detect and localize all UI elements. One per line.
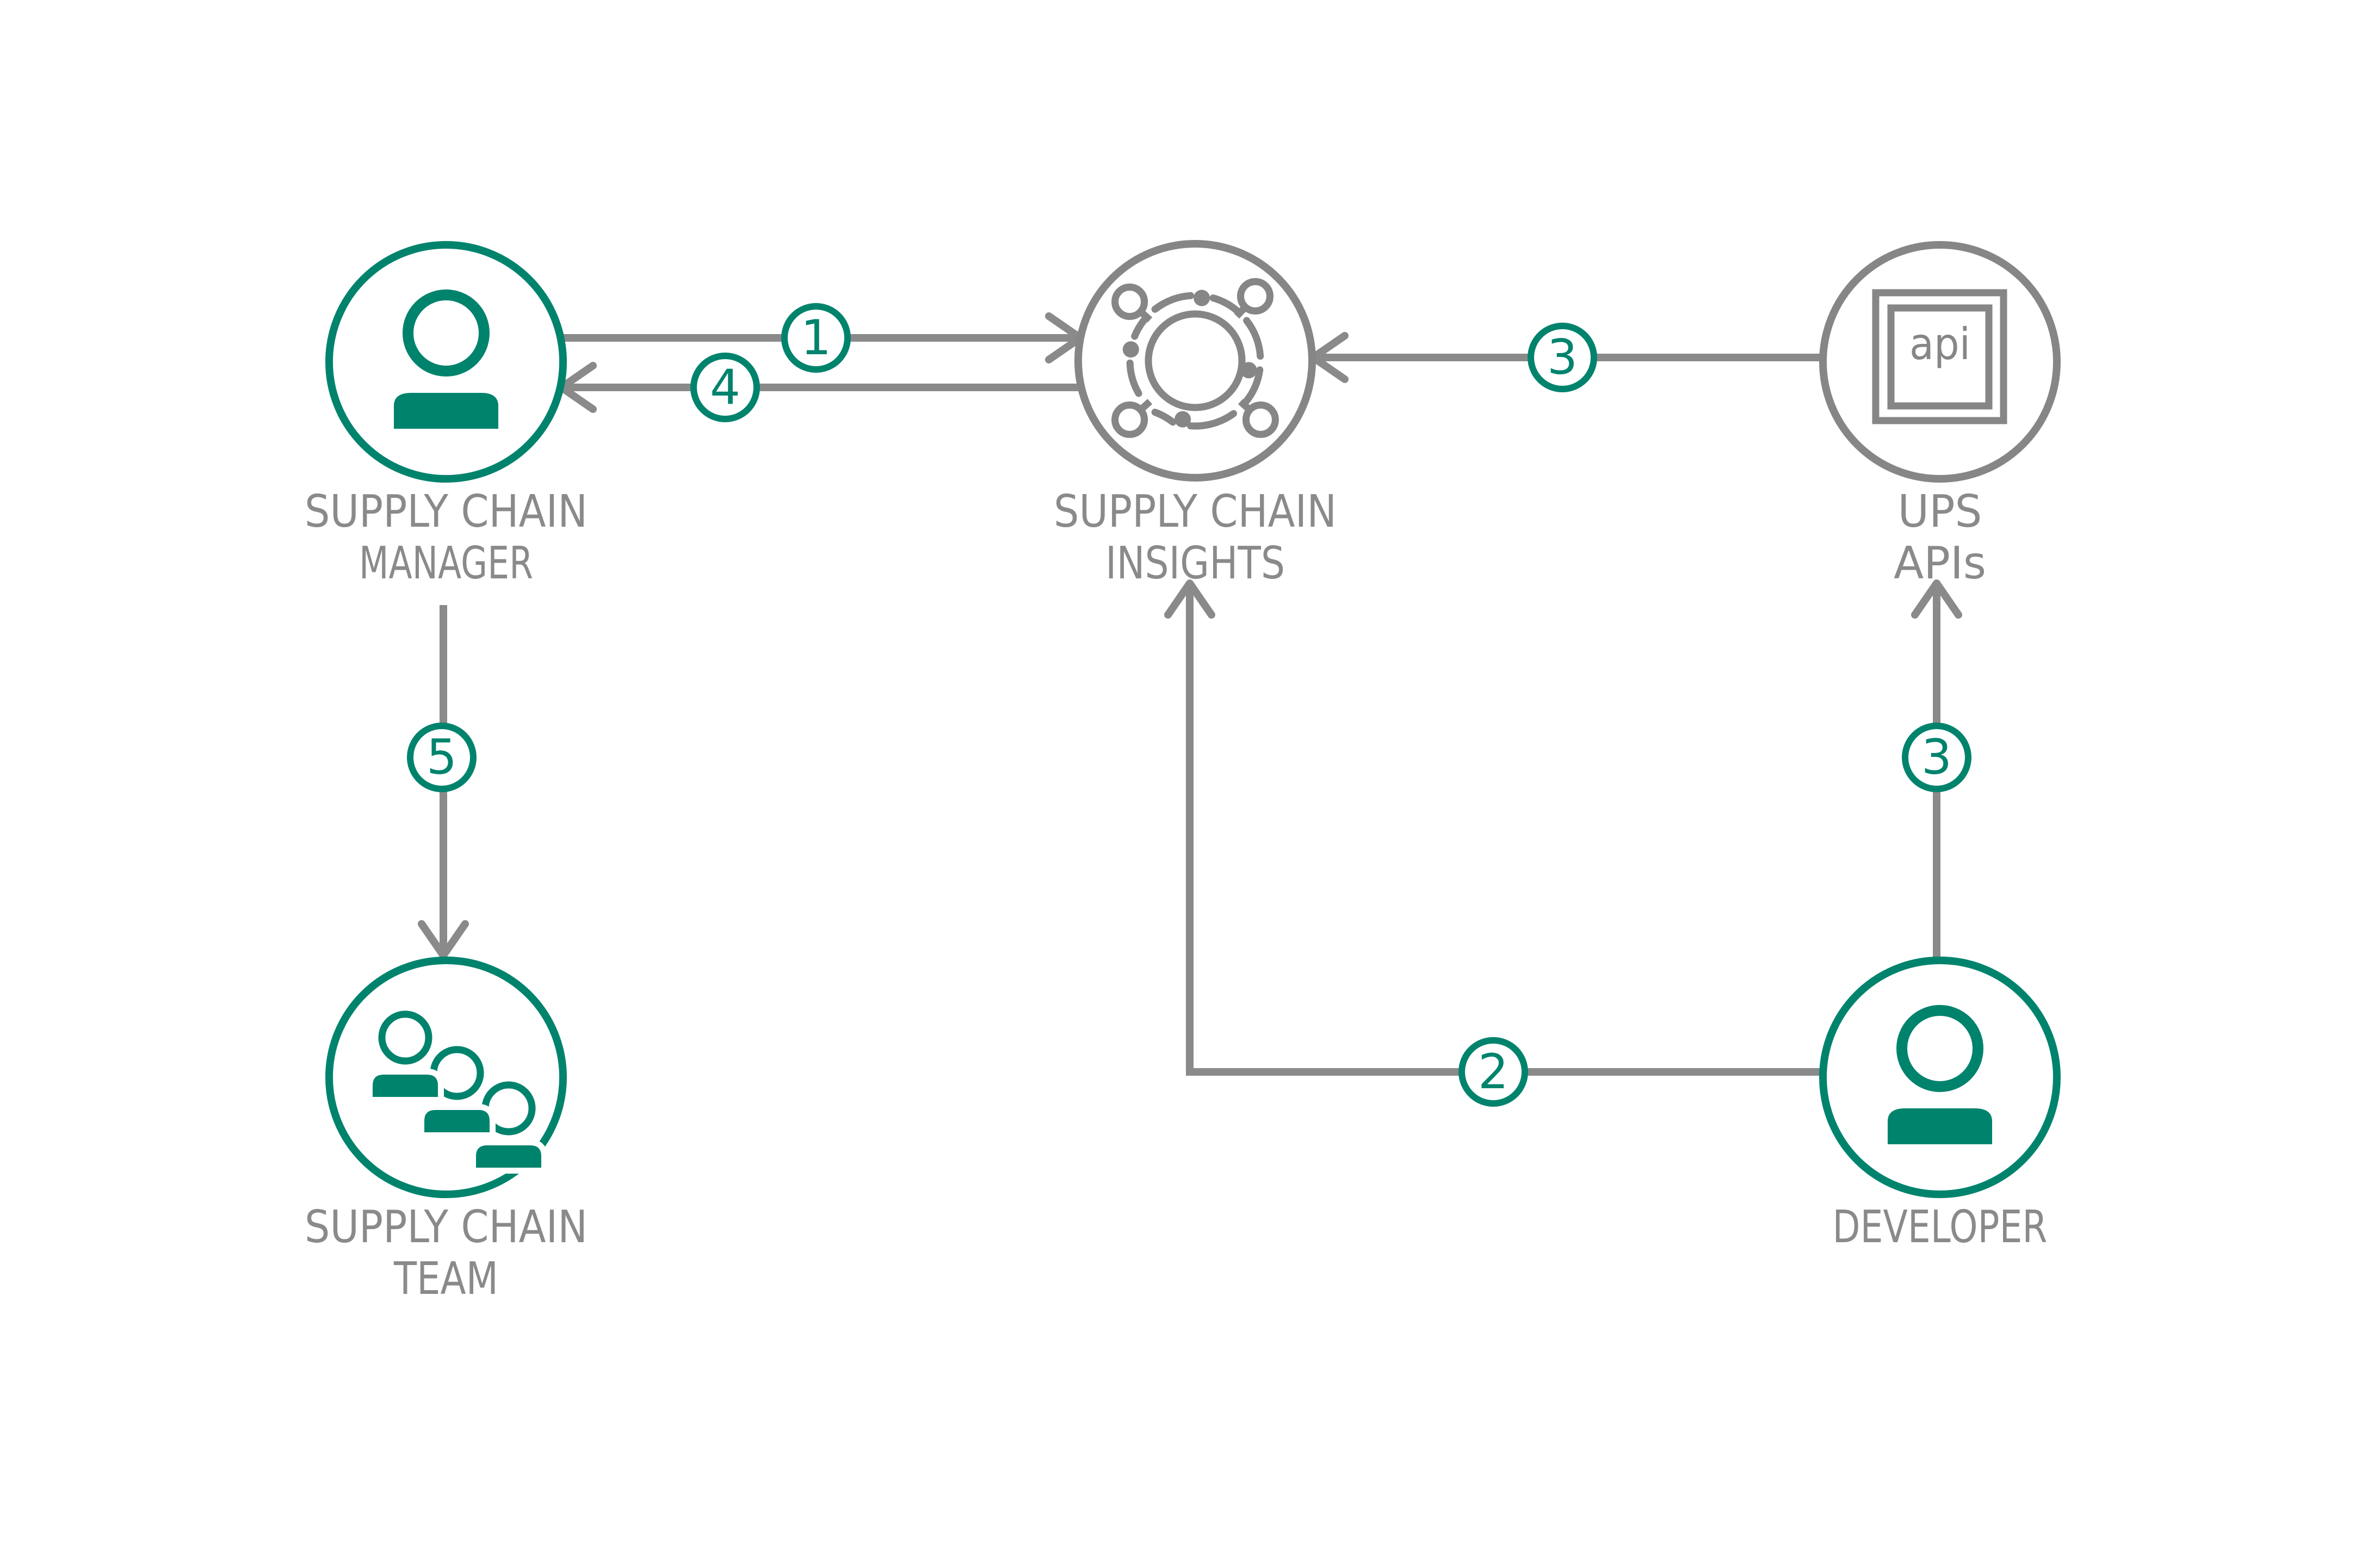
icon-satellite bbox=[1111, 401, 1148, 438]
step-number: 3 bbox=[1921, 729, 1952, 785]
manager-label-line1: SUPPLY CHAIN bbox=[305, 486, 588, 538]
step-badge-2: 2 bbox=[1458, 1037, 1528, 1107]
node-ups-apis: api UPS APIs bbox=[1819, 241, 2061, 589]
step-badge-5: 5 bbox=[407, 723, 477, 792]
step-number: 3 bbox=[1547, 329, 1578, 385]
arrowhead-down-icon bbox=[418, 920, 469, 959]
team-person bbox=[367, 1007, 444, 1103]
step-badge-3-developer: 3 bbox=[1902, 723, 1971, 792]
icon-dot bbox=[1240, 362, 1257, 379]
icon-satellite bbox=[1237, 278, 1274, 314]
person-icon bbox=[1888, 1005, 1992, 1144]
icon-core-ring bbox=[1145, 310, 1246, 411]
icon-satellite bbox=[1111, 283, 1148, 320]
team-label-line2: TEAM bbox=[393, 1253, 498, 1305]
node-developer: DEVELOPER bbox=[1819, 957, 2061, 1253]
insights-network-icon bbox=[1111, 278, 1279, 438]
team-person bbox=[470, 1078, 547, 1174]
icon-satellite bbox=[1242, 401, 1279, 438]
insights-label-line1: SUPPLY CHAIN bbox=[1054, 486, 1337, 538]
insights-label-line2: INSIGHTS bbox=[1105, 538, 1285, 589]
team-label-line1: SUPPLY CHAIN bbox=[305, 1201, 588, 1253]
icon-dot bbox=[1122, 341, 1139, 358]
person-icon bbox=[394, 289, 498, 429]
arrowhead-up-icon bbox=[1911, 579, 1962, 619]
node-circle bbox=[1074, 240, 1316, 482]
step-number: 2 bbox=[1478, 1044, 1509, 1100]
ups-label-line1: UPS bbox=[1898, 486, 1982, 538]
step-number: 1 bbox=[801, 310, 831, 366]
node-supply-chain-insights: SUPPLY CHAIN INSIGHTS bbox=[1054, 240, 1337, 589]
arrow-step-2 bbox=[1164, 579, 1823, 1076]
developer-label: DEVELOPER bbox=[1833, 1201, 2048, 1253]
node-supply-chain-team: SUPPLY CHAIN TEAM bbox=[305, 957, 588, 1305]
arrowhead-up-icon bbox=[1164, 579, 1215, 619]
icon-dot bbox=[1174, 411, 1191, 428]
manager-label-line2: MANAGER bbox=[359, 538, 533, 589]
icon-dot bbox=[1194, 289, 1210, 306]
node-supply-chain-manager: SUPPLY CHAIN MANAGER bbox=[305, 241, 588, 589]
api-icon-text: api bbox=[1909, 319, 1970, 369]
step-badges: 1 4 3 5 3 2 bbox=[407, 303, 1971, 1107]
step-badge-1: 1 bbox=[781, 303, 851, 373]
step-badge-4: 4 bbox=[690, 353, 760, 422]
api-icon: api bbox=[1872, 289, 2007, 424]
people-group-icon bbox=[367, 1007, 547, 1174]
step-number: 5 bbox=[426, 729, 457, 785]
step-badge-3-ups: 3 bbox=[1528, 323, 1597, 392]
ups-label-line2: APIs bbox=[1894, 538, 1986, 589]
step-number: 4 bbox=[710, 359, 740, 415]
